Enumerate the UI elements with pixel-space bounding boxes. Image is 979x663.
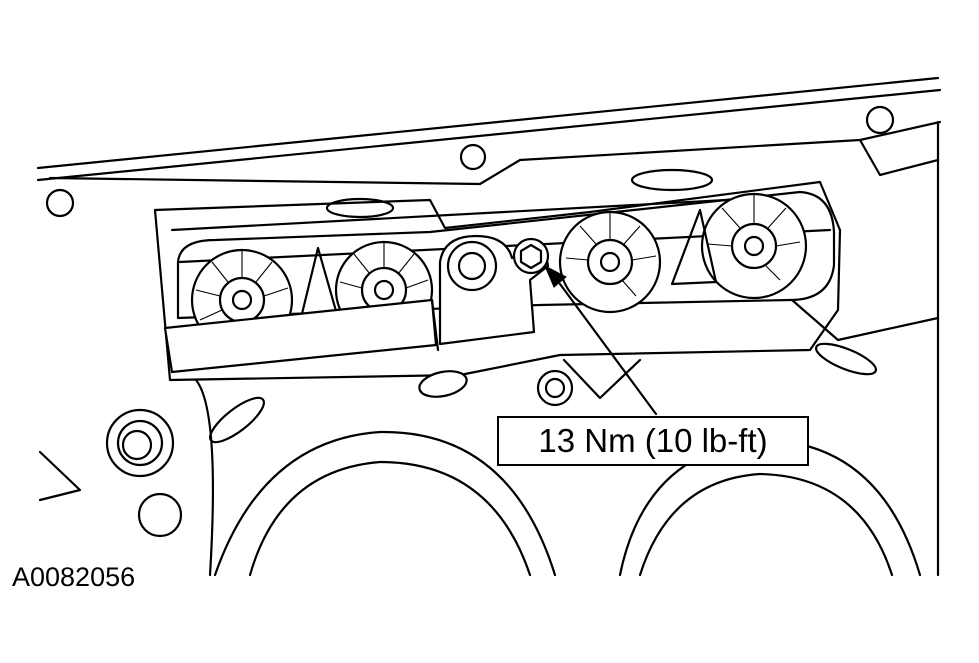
solenoid-coil-4 — [700, 192, 808, 300]
solenoid-pocket — [153, 180, 842, 382]
lower-housing — [38, 298, 940, 577]
torque-leader-arrow — [543, 264, 658, 416]
housing-outline — [36, 76, 942, 577]
torque-callout: 13 Nm (10 lb-ft) — [497, 416, 809, 466]
solenoid-coil-3 — [558, 210, 662, 314]
housing-bolt-holes — [45, 105, 895, 219]
retaining-bolt — [512, 237, 550, 275]
wire-harness — [163, 298, 440, 374]
figure-id: A0082056 — [12, 562, 136, 592]
